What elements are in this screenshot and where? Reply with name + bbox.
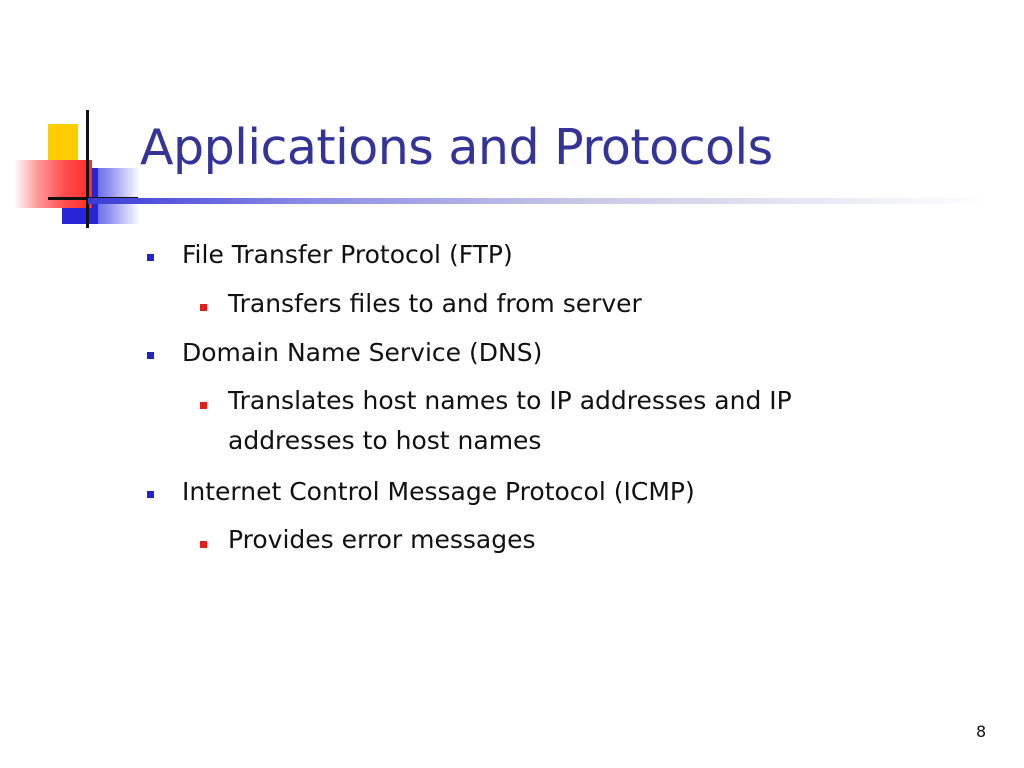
bullet-marker-level2 (200, 541, 207, 548)
bullet-item-dns: Domain Name Service (DNS) (182, 338, 543, 367)
bullet-marker-level1 (147, 254, 154, 261)
sub-bullet-item-dns-line1: Translates host names to IP addresses an… (228, 386, 792, 415)
sub-bullet-item-icmp: Provides error messages (228, 525, 536, 554)
bullet-marker-level2 (200, 304, 207, 311)
bullet-item-ftp: File Transfer Protocol (FTP) (182, 240, 513, 269)
bullet-item-icmp: Internet Control Message Protocol (ICMP) (182, 477, 695, 506)
bullet-marker-level2 (200, 402, 207, 409)
bullet-marker-level1 (147, 491, 154, 498)
bullet-marker-level1 (147, 352, 154, 359)
logo-red-square (14, 160, 92, 208)
title-underline (88, 198, 988, 204)
logo-vertical-line (86, 110, 89, 228)
slide-title: Applications and Protocols (140, 119, 773, 176)
page-number: 8 (976, 722, 987, 741)
sub-bullet-item-ftp: Transfers files to and from server (228, 289, 642, 318)
sub-bullet-item-dns-line2: addresses to host names (228, 426, 542, 455)
